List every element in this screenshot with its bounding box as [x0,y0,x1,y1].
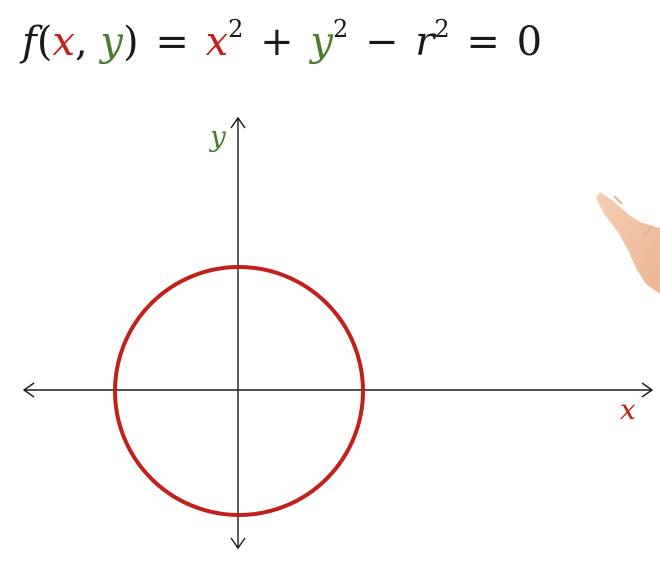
minus-sign: − [365,19,399,65]
exponent-x: 2 [228,15,244,43]
open-paren: ( [36,19,53,65]
exponent-r: 2 [434,15,450,43]
term-x: x [205,19,229,65]
term-y: y [310,19,333,65]
exponent-y: 2 [333,15,349,43]
close-paren: ) [123,19,139,65]
equals-sign-2: = [466,19,500,65]
equals-sign: = [155,19,189,65]
argument-y: y [100,19,124,65]
argument-comma: , [74,19,88,65]
y-axis-label: y [208,120,227,153]
x-axis [22,382,654,398]
x-axis-right-arrow [641,382,654,398]
circle-curve [113,265,365,517]
x-axis-label: x [620,393,636,426]
y-axis [230,116,246,550]
plus-sign: + [260,19,294,65]
implicit-circle-equation: f(x, y) = x2 + y2 − r2 = 0 [22,14,542,70]
zero-value: 0 [516,19,543,65]
term-r: r [415,19,435,65]
y-axis-top-arrow [230,116,246,129]
y-axis-bottom-arrow [230,537,246,550]
argument-x: x [52,19,75,65]
presenter-hand [596,192,660,294]
function-name: f [22,19,37,65]
x-axis-left-arrow [22,382,35,398]
